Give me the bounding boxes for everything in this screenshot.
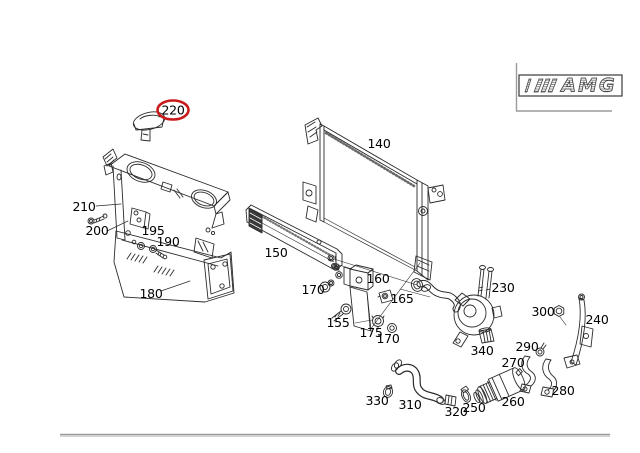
part-label-250[interactable]: 250 [463,400,487,415]
nut-170b-drawing [387,323,397,333]
part-label-210[interactable]: 210 [73,199,97,214]
bolt-290-drawing [535,342,547,357]
part-label-290[interactable]: 290 [516,339,540,354]
part-label-220[interactable]: 220 [162,103,186,118]
clamp-250-drawing [460,385,471,403]
part-label-190[interactable]: 190 [157,234,181,249]
crossmember-drawing [102,148,231,259]
bracket-240-drawing [563,293,594,369]
part-label-200[interactable]: 200 [86,223,110,238]
part-label-260[interactable]: 260 [502,394,526,409]
amg-logo-slash-icon [524,78,532,93]
part-label-240[interactable]: 240 [586,312,610,327]
amg-logo-slash-icon [547,78,558,93]
upper-hose-drawing [410,278,461,313]
part-label-170a[interactable]: 170 [302,282,326,297]
bolt-190-drawing [149,245,168,260]
part-label-340[interactable]: 340 [471,343,495,358]
circulation-pump-230-drawing [452,265,503,348]
part-label-195[interactable]: 195 [142,223,165,238]
amg-logo: AMG [518,74,623,97]
part-label-270[interactable]: 270 [502,355,526,370]
part-label-165[interactable]: 165 [391,291,414,306]
hose-310-drawing [390,359,446,405]
fastener-210-drawing [87,203,122,225]
fastener-200-drawing [106,207,151,232]
bolt-170a-drawing [319,279,335,293]
part-label-160[interactable]: 160 [367,271,391,286]
part-label-330[interactable]: 330 [366,393,390,408]
bracket-280-drawing [540,358,557,398]
mount-340-drawing [478,327,495,344]
nut-300-drawing [553,305,567,326]
frame-corner-line [515,63,612,112]
clip-165-drawing [377,289,394,304]
part-label-175[interactable]: 175 [360,325,383,340]
part-label-150[interactable]: 150 [265,245,289,260]
radiator-140-drawing [302,117,446,281]
washer-195-drawing [137,242,145,250]
part-label-300[interactable]: 300 [532,304,556,319]
amg-logo-slash-icon [540,78,551,93]
part-label-230[interactable]: 230 [492,280,516,295]
part-label-170b[interactable]: 170 [377,331,401,346]
part-label-180[interactable]: 180 [140,286,164,301]
amg-logo-text: AMG [559,75,616,97]
part-label-320[interactable]: 320 [445,404,469,419]
amg-logo-slash-icon [533,78,544,93]
part-label-280[interactable]: 280 [552,383,576,398]
cap-220-drawing [132,111,166,142]
part-label-140[interactable]: 140 [368,136,392,151]
highlight-circle-220[interactable] [156,99,190,121]
part-label-155[interactable]: 155 [327,315,350,330]
nut-175-drawing [371,315,385,330]
clamp-330-drawing [382,384,394,398]
aux-cooler-150-drawing [245,204,343,271]
part-label-310[interactable]: 310 [399,397,423,412]
electric-pump-260-drawing [473,367,526,404]
bolt-155-drawing [331,303,352,322]
